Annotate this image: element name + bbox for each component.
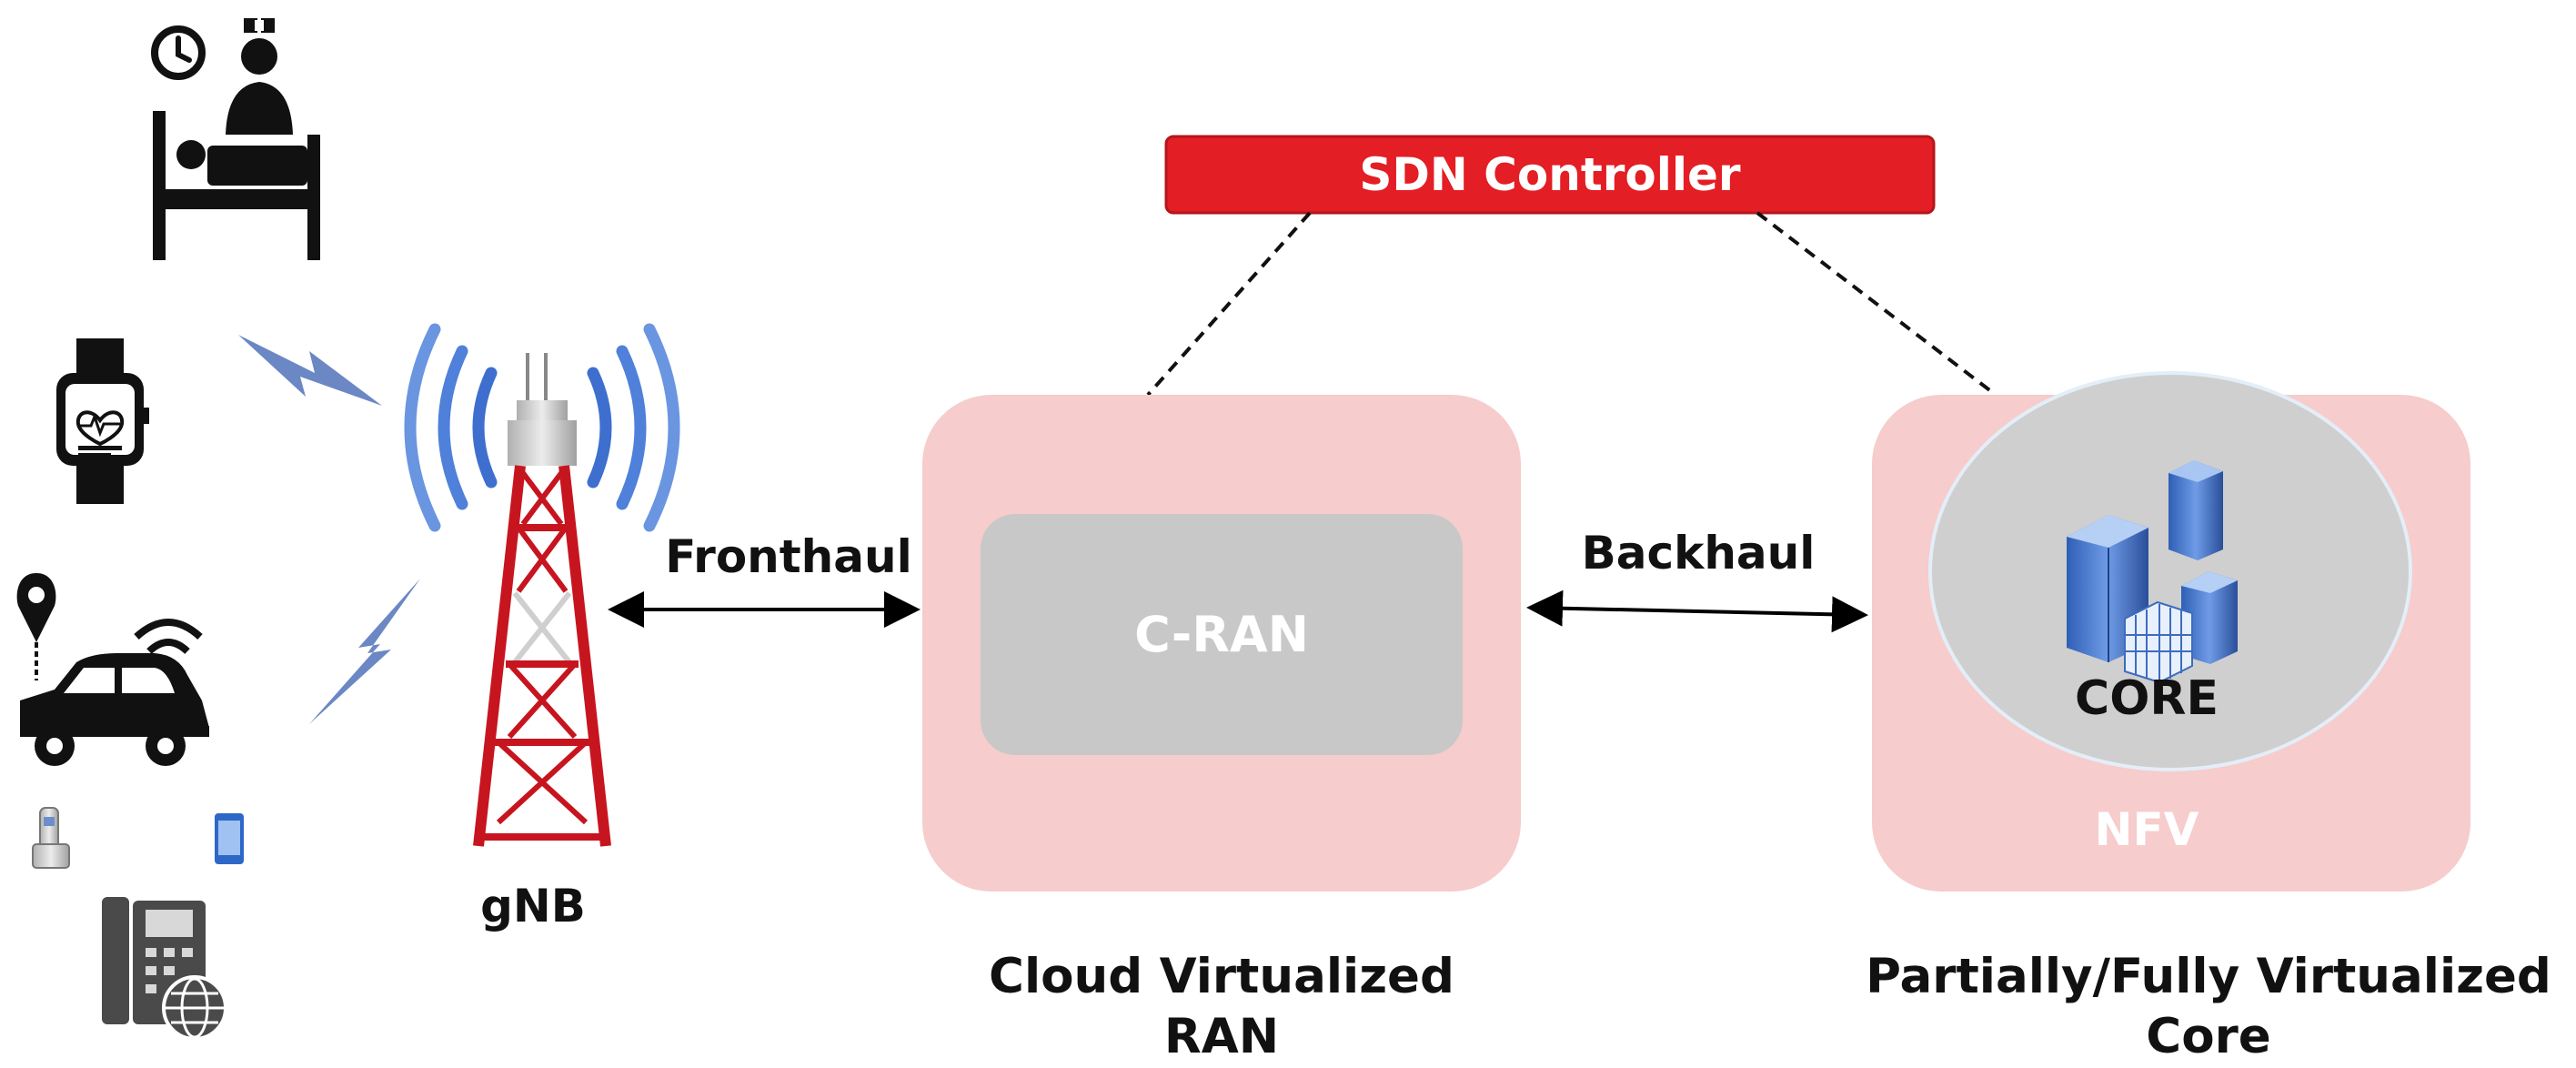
wireless-link-icon	[238, 335, 382, 406]
ip-phone-icon	[102, 897, 227, 1041]
wireless-link-icon	[309, 579, 420, 724]
ran-caption-line1: Cloud Virtualized	[989, 949, 1454, 1004]
c-ran-label: C-RAN	[1134, 606, 1309, 663]
sdn-to-core-link	[1756, 211, 1997, 397]
core-ellipse	[1928, 371, 2412, 771]
backhaul-arrow[interactable]	[1526, 589, 1868, 633]
server-cluster-icon	[2067, 460, 2238, 684]
backhaul-label: Backhaul	[1581, 527, 1816, 579]
connected-car-icon	[16, 573, 209, 766]
gnb-tower-icon	[404, 323, 680, 847]
gnb-label: gNB	[480, 880, 586, 932]
ran-caption-line2: RAN	[1163, 1009, 1280, 1064]
hospital-bed-icon	[151, 16, 320, 260]
smartphone-icon	[215, 813, 244, 864]
c-ran-box	[981, 514, 1463, 755]
core-caption-line2: Core	[2146, 1009, 2271, 1064]
core-label: CORE	[2075, 671, 2219, 726]
sdn-to-ran-link	[1146, 211, 1312, 397]
nfv-label: NFV	[2094, 803, 2199, 856]
smartwatch-icon	[56, 338, 149, 504]
sdn-controller-label: SDN Controller	[1359, 148, 1741, 201]
fronthaul-label: Fronthaul	[665, 530, 912, 583]
sdn-controller-box	[1164, 135, 1936, 215]
core-caption-line1: Partially/Fully Virtualized	[1866, 949, 2551, 1004]
cordless-phone-icon	[32, 807, 70, 869]
